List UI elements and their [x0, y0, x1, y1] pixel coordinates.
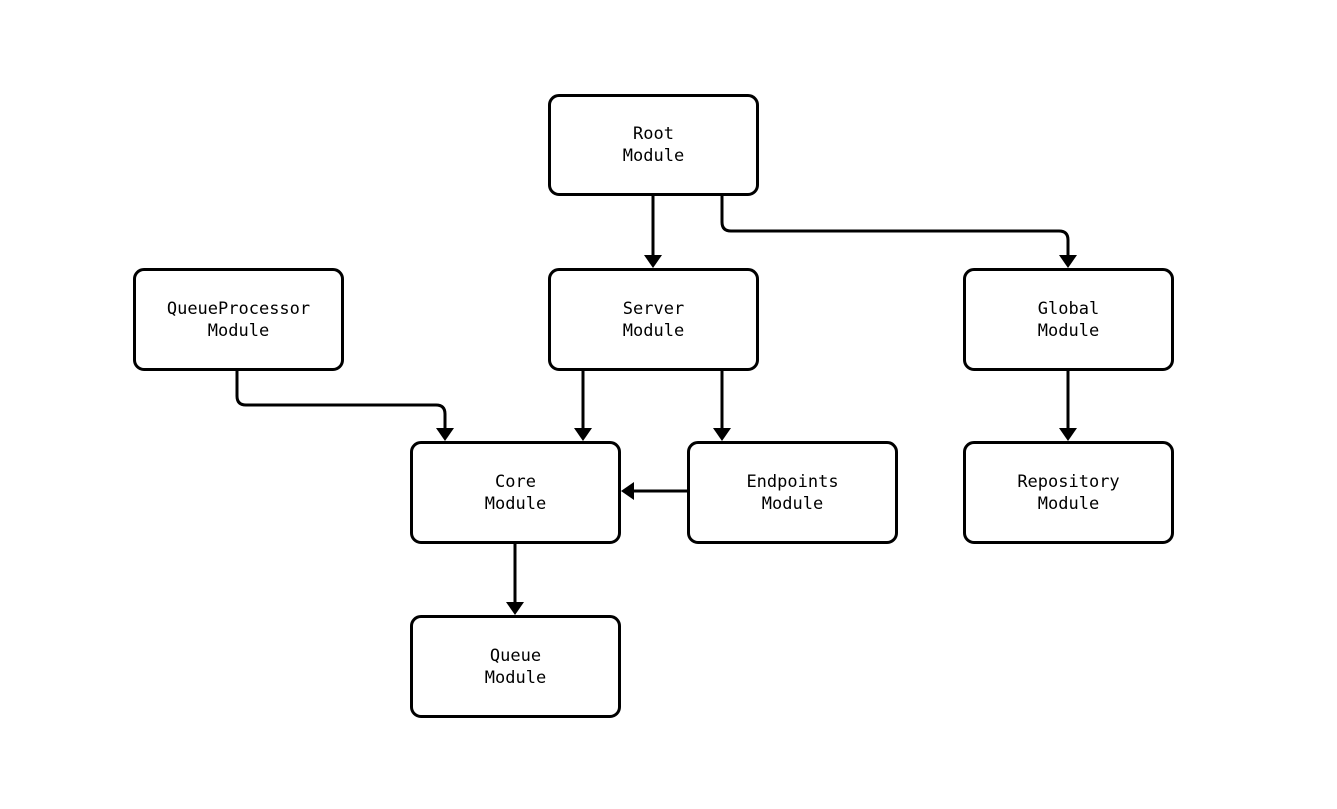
global-module-label-line1: Global: [1037, 298, 1100, 319]
endpoints-module-label-line2: Module: [761, 493, 824, 514]
queueprocessor-module-label-line1: QueueProcessor: [166, 298, 311, 319]
endpoints-module-label-line1: Endpoints: [746, 471, 839, 492]
edge-server-to-core-arrowhead: [574, 428, 592, 441]
core-module-label-line1: Core: [495, 471, 536, 492]
edge-core-to-queue-arrowhead: [506, 602, 524, 615]
edge-server-to-core: [574, 371, 592, 441]
edge-global-to-repository: [1059, 371, 1077, 441]
edge-root-to-server-arrowhead: [644, 255, 662, 268]
queue-module-label-line1: Queue: [489, 645, 542, 666]
server-module-label-line2: Module: [622, 320, 685, 341]
edge-server-to-endpoints-arrowhead: [713, 428, 731, 441]
root-module-label-line1: Root: [633, 124, 674, 144]
global-module-label-line2: Module: [1037, 320, 1100, 341]
queue-module-label-line2: Module: [484, 667, 547, 688]
server-module-label-line1: Server: [622, 298, 685, 319]
repository-module-label-line2: Module: [1037, 493, 1100, 514]
edge-global-to-repository-arrowhead: [1059, 428, 1077, 441]
repository-module-label-line1: Repository: [1017, 471, 1120, 492]
edge-server-to-endpoints: [713, 371, 731, 441]
root-module-label-line2: Module: [622, 146, 685, 166]
edge-root-to-global-arrowhead: [1059, 255, 1077, 268]
core-module-label-line2: Module: [484, 493, 547, 514]
edge-queueprocessor-to-core: [235, 371, 454, 441]
queueprocessor-module-label-line2: Module: [207, 320, 270, 341]
edge-root-to-server: [644, 196, 662, 268]
edge-endpoints-to-core-arrowhead: [621, 482, 634, 500]
edge-root-to-global: [720, 196, 1077, 268]
edge-queueprocessor-to-core-arrowhead: [436, 428, 454, 441]
edge-core-to-queue: [506, 544, 524, 615]
edge-endpoints-to-core: [621, 482, 687, 500]
